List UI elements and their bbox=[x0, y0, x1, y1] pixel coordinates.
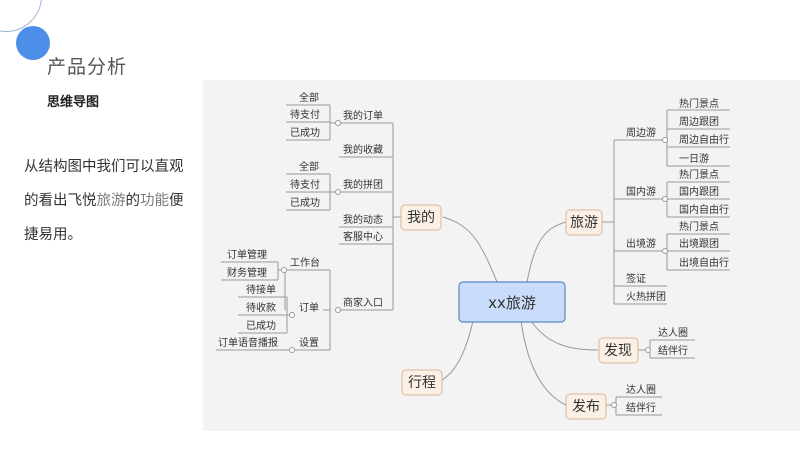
node-orders-unpaid: 待支付 bbox=[290, 108, 320, 121]
node-workbench: 工作台 bbox=[290, 256, 320, 269]
connector-wode-underlines bbox=[339, 122, 393, 311]
mindmap-diagram: xx旅游 我的 旅游 发现 行程 发布 我的订单 全部 待支付 已成功 我的收藏… bbox=[216, 91, 730, 420]
branch-box-fabu[interactable] bbox=[565, 393, 607, 420]
node-orders: 订单 bbox=[299, 302, 319, 314]
collapse-dot-nearby[interactable] bbox=[662, 137, 668, 143]
branch-lvyou-label: 旅游 bbox=[570, 215, 598, 231]
node-nearby-hot: 热门景点 bbox=[679, 97, 719, 110]
node-outbound-hot: 热门景点 bbox=[679, 220, 719, 233]
connector-workbench bbox=[221, 261, 285, 281]
node-support: 客服中心 bbox=[343, 230, 383, 243]
connector-my-orders bbox=[286, 104, 339, 141]
slide-title: 产品分析 bbox=[47, 56, 128, 78]
node-succeeded: 已成功 bbox=[246, 320, 276, 332]
node-to-accept: 待接单 bbox=[246, 283, 276, 296]
slide-subtitle: 思维导图 bbox=[47, 95, 100, 110]
connector-center-wode bbox=[442, 216, 498, 283]
collapse-dot-fabu[interactable] bbox=[611, 402, 617, 408]
node-outbound-group: 出境跟团 bbox=[679, 237, 719, 250]
node-orders-done: 已成功 bbox=[290, 127, 320, 139]
node-nearby: 周边游 bbox=[626, 126, 656, 139]
node-domestic-group: 国内跟团 bbox=[679, 185, 719, 198]
connector-center-xingcheng bbox=[441, 320, 474, 381]
node-group-done: 已成功 bbox=[290, 197, 320, 209]
node-voice: 订单语音播报 bbox=[218, 336, 278, 349]
node-outbound-free: 出境自由行 bbox=[679, 256, 729, 269]
branch-box-faxian[interactable] bbox=[598, 337, 639, 364]
node-fabu-partner: 结伴行 bbox=[626, 401, 656, 414]
node-faxian-circle: 达人圈 bbox=[658, 327, 688, 339]
connector-lvyou bbox=[602, 139, 667, 305]
mindmap-panel: xx旅游 我的 旅游 发现 行程 发布 我的订单 全部 待支付 已成功 我的收藏… bbox=[203, 80, 800, 431]
center-node-label: xx旅游 bbox=[488, 294, 536, 312]
branch-xingcheng-label: 行程 bbox=[408, 375, 436, 391]
node-my-group: 我的拼团 bbox=[343, 178, 383, 191]
collapse-dot-workbench[interactable] bbox=[281, 267, 287, 273]
body-text-highlight: 旅游 bbox=[96, 193, 126, 209]
body-text: 从结构图中我们可以直观的看出飞悦旅游的功能便捷易用。 bbox=[24, 150, 196, 252]
body-text-highlight-2: 功能 bbox=[140, 193, 169, 209]
connector-center-lvyou bbox=[526, 221, 567, 283]
node-nearby-group: 周边跟团 bbox=[679, 116, 719, 128]
node-group-all: 全部 bbox=[299, 160, 319, 173]
node-orders-all: 全部 bbox=[299, 91, 319, 104]
connector-center-faxian bbox=[530, 320, 599, 351]
node-outbound: 出境游 bbox=[626, 237, 656, 250]
branch-fabu-label: 发布 bbox=[572, 399, 600, 415]
node-faxian-partner: 结伴行 bbox=[658, 344, 688, 357]
branch-faxian-label: 发现 bbox=[604, 343, 632, 359]
connector-center-fabu bbox=[520, 320, 567, 406]
collapse-dot-my-group[interactable] bbox=[335, 189, 341, 195]
node-order-mgmt: 订单管理 bbox=[227, 248, 267, 261]
collapse-dot-orders[interactable] bbox=[289, 312, 295, 318]
node-finance-mgmt: 财务管理 bbox=[227, 266, 267, 279]
body-text-mid: 的 bbox=[125, 193, 141, 209]
collapse-dot-domestic[interactable] bbox=[662, 196, 668, 202]
node-visa: 签证 bbox=[626, 272, 646, 285]
body-text-tail: 便捷易用。 bbox=[24, 193, 184, 243]
branch-box-wode[interactable] bbox=[400, 204, 442, 231]
collapse-dot-settings[interactable] bbox=[289, 347, 295, 353]
body-text-lead: 从结构图中我们可以直观的看出飞悦 bbox=[24, 159, 184, 209]
node-merchant: 商家入口 bbox=[343, 296, 383, 309]
node-my-orders: 我的订单 bbox=[343, 109, 383, 122]
collapse-dot-faxian[interactable] bbox=[645, 347, 651, 353]
center-node-box[interactable] bbox=[458, 281, 566, 323]
connector-merchant bbox=[284, 269, 331, 351]
collapse-dot-merchant[interactable] bbox=[335, 307, 341, 313]
decorative-dot bbox=[16, 26, 50, 60]
node-my-favorites: 我的收藏 bbox=[343, 143, 383, 156]
collapse-dot-my-orders[interactable] bbox=[335, 120, 341, 126]
node-domestic: 国内游 bbox=[626, 185, 656, 198]
connector-my-group bbox=[286, 173, 339, 211]
collapse-dot-outbound[interactable] bbox=[662, 248, 668, 254]
branch-box-lvyou[interactable] bbox=[565, 209, 603, 236]
node-my-feed: 我的动态 bbox=[343, 213, 383, 226]
node-domestic-free: 国内自由行 bbox=[679, 203, 729, 216]
node-to-collect: 待收款 bbox=[246, 301, 276, 314]
node-hot-group: 火热拼团 bbox=[626, 290, 666, 303]
node-group-unpaid: 待支付 bbox=[290, 178, 320, 191]
node-settings: 设置 bbox=[299, 337, 319, 349]
node-fabu-circle: 达人圈 bbox=[626, 384, 656, 396]
branch-wode-label: 我的 bbox=[407, 210, 435, 226]
node-domestic-hot: 热门景点 bbox=[679, 168, 719, 181]
branch-box-xingcheng[interactable] bbox=[401, 369, 443, 396]
node-nearby-day: 一日游 bbox=[679, 152, 709, 165]
node-nearby-free: 周边自由行 bbox=[679, 133, 729, 146]
connector-orders bbox=[238, 296, 293, 334]
